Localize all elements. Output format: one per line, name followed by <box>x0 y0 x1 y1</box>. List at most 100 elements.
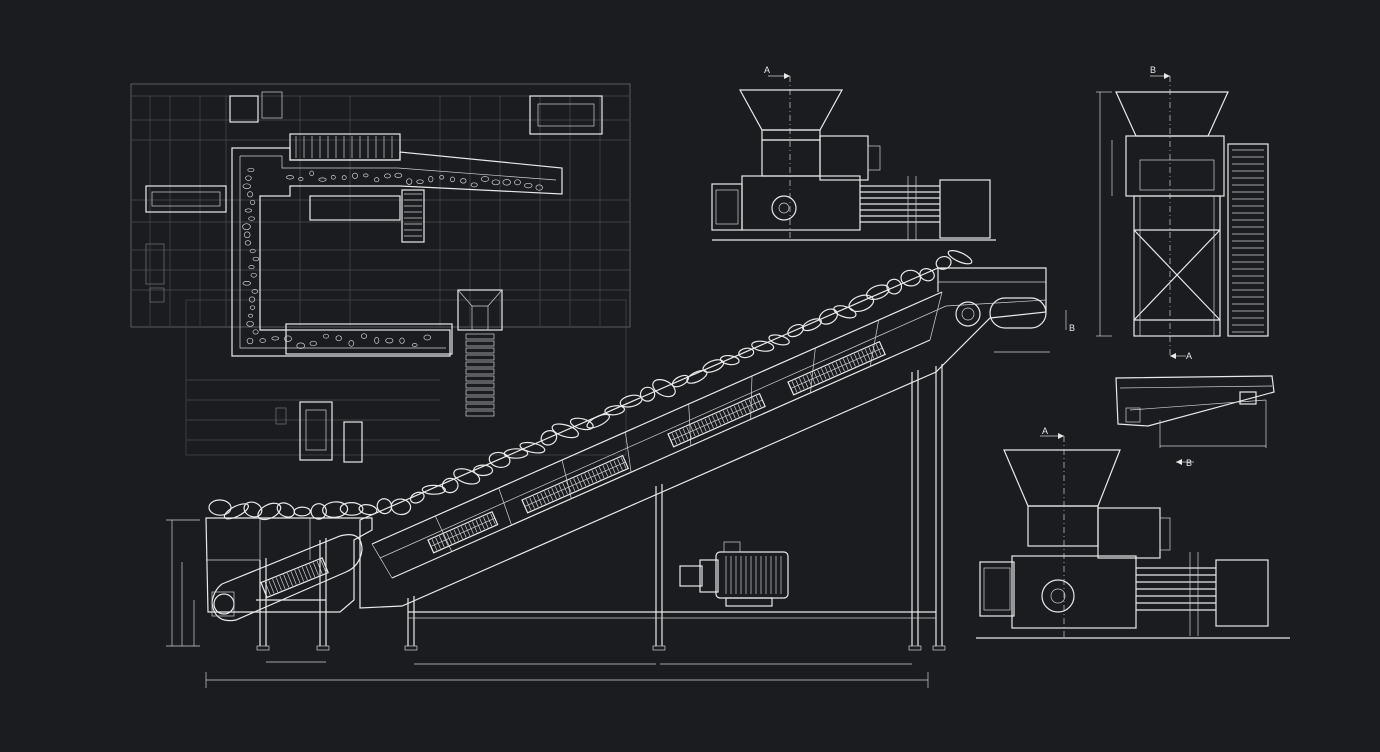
stack-segment <box>465 340 495 347</box>
shredder-side-marker: A <box>1186 351 1192 361</box>
plan-rock <box>246 337 254 345</box>
plan-rock <box>450 176 455 183</box>
conveyor-grille <box>521 454 630 514</box>
plan-rock <box>360 333 368 339</box>
plan-rock <box>524 182 533 189</box>
conveyor-rock <box>639 386 656 402</box>
plan-rock <box>374 337 380 344</box>
inclined-belt-conveyor: B <box>166 249 1075 688</box>
conveyor-rock <box>848 294 875 313</box>
conveyor-rock <box>802 318 822 332</box>
plan-rock <box>335 335 342 342</box>
leg-foot <box>404 645 418 651</box>
conveyor-rock <box>768 334 790 346</box>
conveyor-grille <box>427 510 499 554</box>
plan-rock <box>285 175 295 180</box>
plan-rock <box>242 183 251 189</box>
plan-rock <box>309 340 317 347</box>
conveyor-rock <box>865 284 890 301</box>
plan-rock <box>248 265 255 270</box>
conveyor-rock <box>818 308 839 325</box>
conveyor-rock <box>310 503 327 520</box>
plan-rock <box>406 178 413 185</box>
plan-rock <box>330 175 336 180</box>
conveyor-segment-divider <box>624 431 632 473</box>
conveyor-rock <box>719 354 740 366</box>
plan-rock <box>245 175 252 181</box>
shredder-top-elevation: A <box>711 65 996 241</box>
conveyor-rock <box>358 504 378 516</box>
conveyor-rock <box>900 269 921 287</box>
conveyor-rock <box>208 499 232 516</box>
shredder-top-section-label: A <box>764 65 770 75</box>
plan-rock <box>296 342 305 349</box>
plan-rock <box>394 172 403 178</box>
plan-rock <box>243 231 251 239</box>
stack-segment <box>465 410 495 417</box>
conveyor-rock <box>409 491 425 504</box>
conveyor-rock <box>540 430 558 446</box>
conveyor-rock <box>223 503 249 520</box>
stack-segment <box>465 361 495 368</box>
plan-rock <box>252 329 259 335</box>
plan-rock <box>244 208 253 213</box>
plan-rock <box>423 334 432 341</box>
shredder-bottom-section-label: A <box>1042 426 1048 436</box>
conveyor-grille <box>667 392 766 448</box>
plan-rock <box>491 179 500 186</box>
stack-segment <box>465 375 495 382</box>
conveyor-rock <box>935 255 952 270</box>
conveyor-rock <box>473 464 494 477</box>
stack-segment <box>465 382 495 389</box>
leg-foot <box>316 645 330 651</box>
conveyor-segment-divider <box>371 543 393 579</box>
plant-layout-plan <box>130 83 631 463</box>
conveyor-rock <box>686 369 708 384</box>
conveyor-rock <box>339 501 364 516</box>
plan-rock <box>248 296 256 303</box>
conveyor-rock <box>376 498 393 515</box>
plan-rock <box>249 248 256 254</box>
plan-rock <box>284 335 292 342</box>
plan-rock <box>470 182 478 188</box>
plan-rock <box>318 177 327 182</box>
conveyor-rock <box>293 506 311 517</box>
conveyor-height-mark: B <box>1069 323 1075 333</box>
plan-rock <box>341 175 347 180</box>
plan-rock <box>252 256 260 262</box>
stack-segment <box>465 389 495 396</box>
conveyor-rock <box>738 347 755 359</box>
shredder-bottom-elevation: A <box>976 426 1290 639</box>
plan-rock <box>374 177 380 183</box>
plan-rock <box>248 216 255 221</box>
leg-foot <box>652 645 666 651</box>
tail-grille <box>260 557 329 599</box>
plan-rock <box>480 176 490 182</box>
plan-rock <box>242 281 252 286</box>
plan-rock <box>385 337 394 344</box>
conveyor-rock <box>569 417 594 431</box>
shredder-side-elevation: B A <box>1096 65 1269 361</box>
conveyor-rock <box>833 305 857 319</box>
plan-rock <box>502 179 511 186</box>
plan-rock <box>247 191 254 198</box>
plan-rock <box>251 289 259 294</box>
stack-segment <box>465 354 495 361</box>
conveyor-rock <box>453 468 481 485</box>
plan-rock <box>352 172 358 179</box>
conveyor-rock <box>652 379 676 398</box>
plan-rock <box>249 305 256 310</box>
plan-rock <box>244 240 252 246</box>
stack-segment <box>465 368 495 375</box>
plan-rock <box>242 223 251 231</box>
plan-rock <box>246 320 254 327</box>
stack-segment <box>465 347 495 354</box>
plan-rock <box>514 179 521 186</box>
plan-rock <box>271 336 280 341</box>
stack-segment <box>465 403 495 410</box>
leg-foot <box>256 645 270 651</box>
plan-rock <box>411 343 418 347</box>
leg-foot <box>908 645 922 651</box>
stack-segment <box>465 396 495 403</box>
small-conveyor-marker: B <box>1186 458 1192 468</box>
